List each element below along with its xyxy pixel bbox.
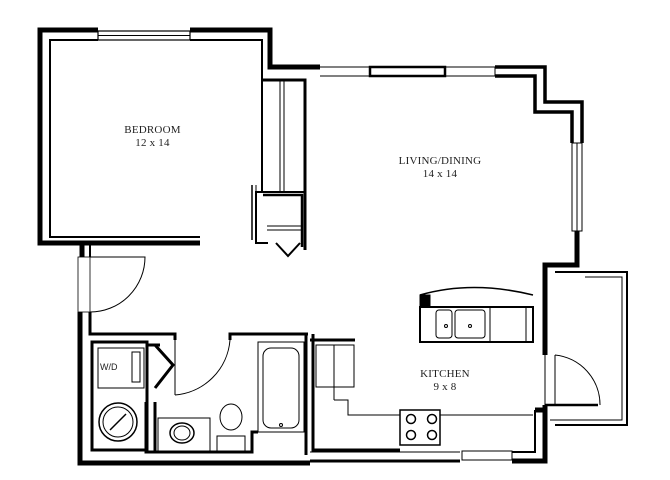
stove-icon [399, 409, 441, 446]
washer-dryer-label: W/D [100, 362, 118, 372]
living-walls [320, 65, 584, 355]
laundry [90, 340, 175, 454]
sink-icon [169, 422, 195, 444]
bathtub-icon [262, 347, 300, 429]
kitchen-window [461, 450, 513, 461]
room-label-kitchen: KITCHEN 9 x 8 [410, 368, 480, 394]
kitchen-sink-icon [435, 309, 453, 339]
room-name: LIVING/DINING [398, 155, 482, 167]
water-heater-icon [98, 402, 138, 442]
room-dimensions: 9 x 8 [433, 381, 457, 393]
room-label-bedroom: BEDROOM 12 x 14 [100, 124, 205, 150]
closet [251, 78, 307, 258]
living-window-2 [444, 66, 496, 77]
refrigerator [315, 344, 355, 388]
bedroom-door-swing[interactable] [89, 256, 146, 313]
hall-walls [77, 243, 310, 466]
room-name: KITCHEN [420, 368, 470, 380]
room-name: BEDROOM [124, 124, 181, 136]
toilet-icon [219, 403, 243, 431]
bedroom-door-frame [77, 256, 91, 313]
balcony [542, 271, 628, 455]
room-dimensions: 14 x 14 [422, 168, 458, 180]
room-label-living-dining: LIVING/DINING 14 x 14 [385, 155, 495, 181]
room-dimensions: 12 x 14 [135, 137, 170, 149]
bathroom-door-swing[interactable] [174, 339, 231, 396]
balcony-door-swing[interactable] [554, 354, 601, 406]
living-window-1 [368, 65, 447, 78]
bathroom [155, 334, 308, 455]
bedroom-walls [37, 27, 320, 246]
